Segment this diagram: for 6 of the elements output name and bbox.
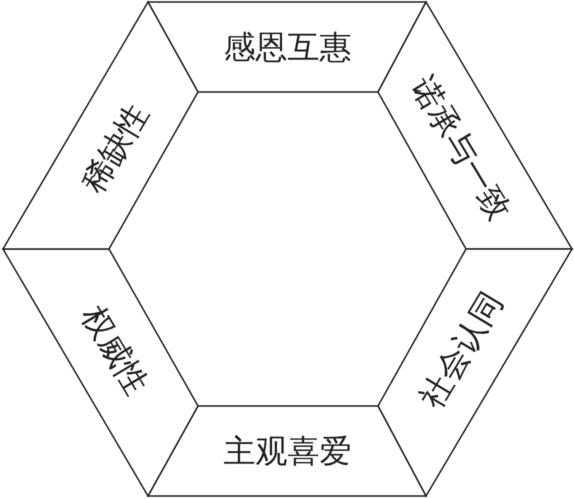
segment-label: 感恩互惠 (224, 31, 352, 63)
segment-label: 稀缺性 (76, 98, 153, 198)
segment-label: 诺承与一致 (406, 71, 516, 225)
segment-label: 权威性 (76, 300, 153, 400)
segment-label: 社会认同 (414, 286, 508, 414)
segment-label: 主观喜爱 (224, 435, 352, 467)
